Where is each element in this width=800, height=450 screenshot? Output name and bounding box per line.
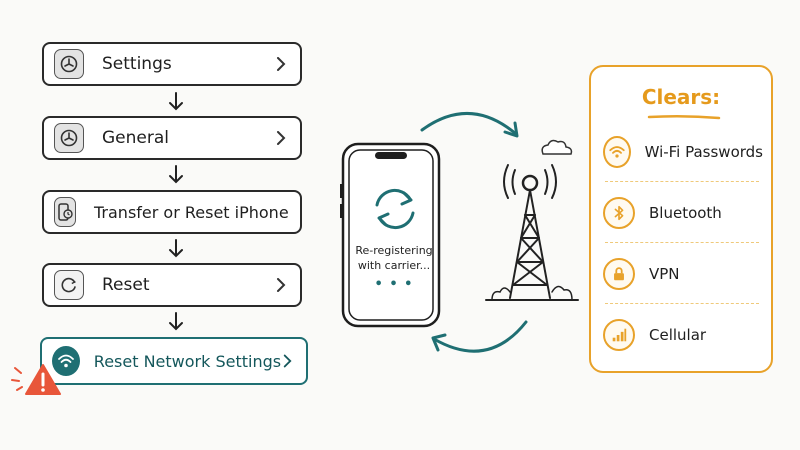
warning-icon	[11, 364, 61, 395]
arrow-to-tower-icon	[420, 111, 519, 138]
step-transfer-or-reset[interactable]: Transfer or Reset iPhone	[42, 190, 302, 234]
cell-tower-icon	[485, 164, 579, 301]
sync-icon	[375, 189, 415, 229]
settings-gear-icon	[54, 49, 84, 79]
arrow-down-icon	[169, 165, 183, 184]
divider	[605, 181, 759, 182]
bluetooth-icon	[603, 197, 635, 229]
reset-circle-icon	[54, 270, 84, 300]
step-label: Transfer or Reset iPhone	[94, 202, 289, 222]
chevron-right-icon	[277, 131, 286, 145]
chevron-right-icon	[283, 354, 292, 368]
clears-item-wifi: Wi-Fi Passwords	[603, 132, 763, 172]
step-label: Reset	[102, 275, 150, 295]
clears-item-vpn: VPN	[603, 254, 763, 294]
clears-item-label: Wi-Fi Passwords	[644, 143, 763, 161]
divider	[605, 303, 759, 304]
chevron-right-icon	[277, 57, 286, 71]
clears-title: Clears:	[641, 85, 721, 109]
step-reset-network-settings[interactable]: Reset Network Settings	[40, 337, 308, 385]
phone-status-line: with carrier...	[357, 259, 431, 272]
loading-dots: • • •	[374, 277, 414, 292]
phone-status-text: Re-registering with carrier...	[352, 243, 436, 273]
phone-reset-icon	[54, 197, 76, 227]
wifi-icon	[603, 136, 631, 168]
signal-bars-icon	[603, 319, 635, 351]
clears-item-bluetooth: Bluetooth	[603, 193, 763, 233]
phone-status-line: Re-registering	[355, 244, 433, 257]
chevron-right-icon	[277, 278, 286, 292]
step-settings[interactable]: Settings	[42, 42, 302, 86]
phone-illustration	[340, 142, 441, 328]
clears-item-label: VPN	[649, 265, 680, 283]
wifi-icon	[52, 346, 80, 376]
arrow-down-icon	[169, 312, 183, 331]
clears-item-label: Bluetooth	[649, 204, 722, 222]
step-label: General	[102, 128, 169, 148]
gear-icon	[54, 123, 84, 153]
divider	[605, 242, 759, 243]
cloud-icon	[541, 139, 573, 155]
step-reset[interactable]: Reset	[42, 263, 302, 307]
arrow-down-icon	[169, 92, 183, 111]
title-underline	[647, 114, 721, 120]
arrow-down-icon	[169, 239, 183, 258]
clears-item-label: Cellular	[649, 326, 707, 344]
clears-panel: Clears: Wi-Fi Passwords Bluetooth VPN Ce…	[589, 65, 773, 373]
step-label: Settings	[102, 54, 172, 74]
lock-icon	[603, 258, 635, 290]
arrow-to-phone-icon	[431, 320, 528, 353]
step-general[interactable]: General	[42, 116, 302, 160]
clears-item-cellular: Cellular	[603, 315, 763, 355]
step-label: Reset Network Settings	[93, 351, 282, 371]
